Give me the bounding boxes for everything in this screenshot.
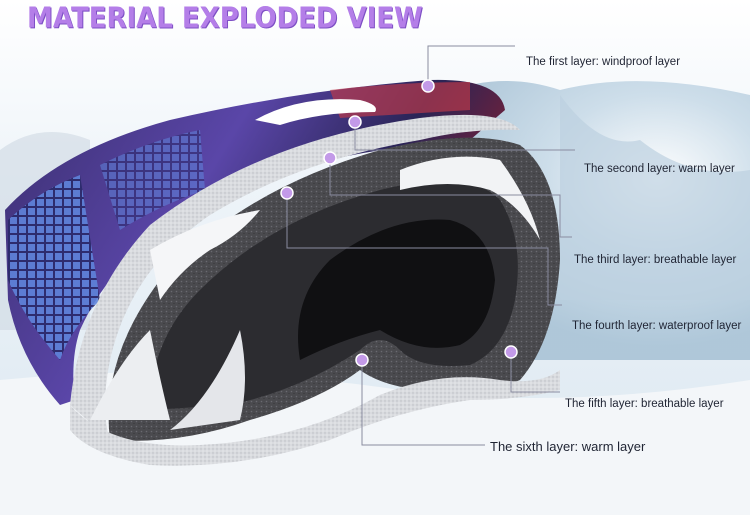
page-title: MATERIAL EXPLODED VIEW [27,2,423,36]
layer-2a-marker [348,115,362,129]
layer-1-label: The first layer: windproof layer [526,56,681,68]
layer-3-label: The third layer: breathable layer [574,254,737,266]
layer-2b-marker [323,151,337,165]
callout-dots [280,79,518,367]
layer-5-marker [504,345,518,359]
layer-6-marker [355,353,369,367]
callout-lines [286,45,575,446]
layer-5-label: The fifth layer: breathable layer [565,398,724,410]
layer-3-marker [280,186,294,200]
layer-4-label: The fourth layer: waterproof layer [572,320,742,332]
layer-1-marker [421,79,435,93]
layer-2-label: The second layer: warm layer [584,163,735,175]
layer-6-label: The sixth layer: warm layer [490,439,646,454]
